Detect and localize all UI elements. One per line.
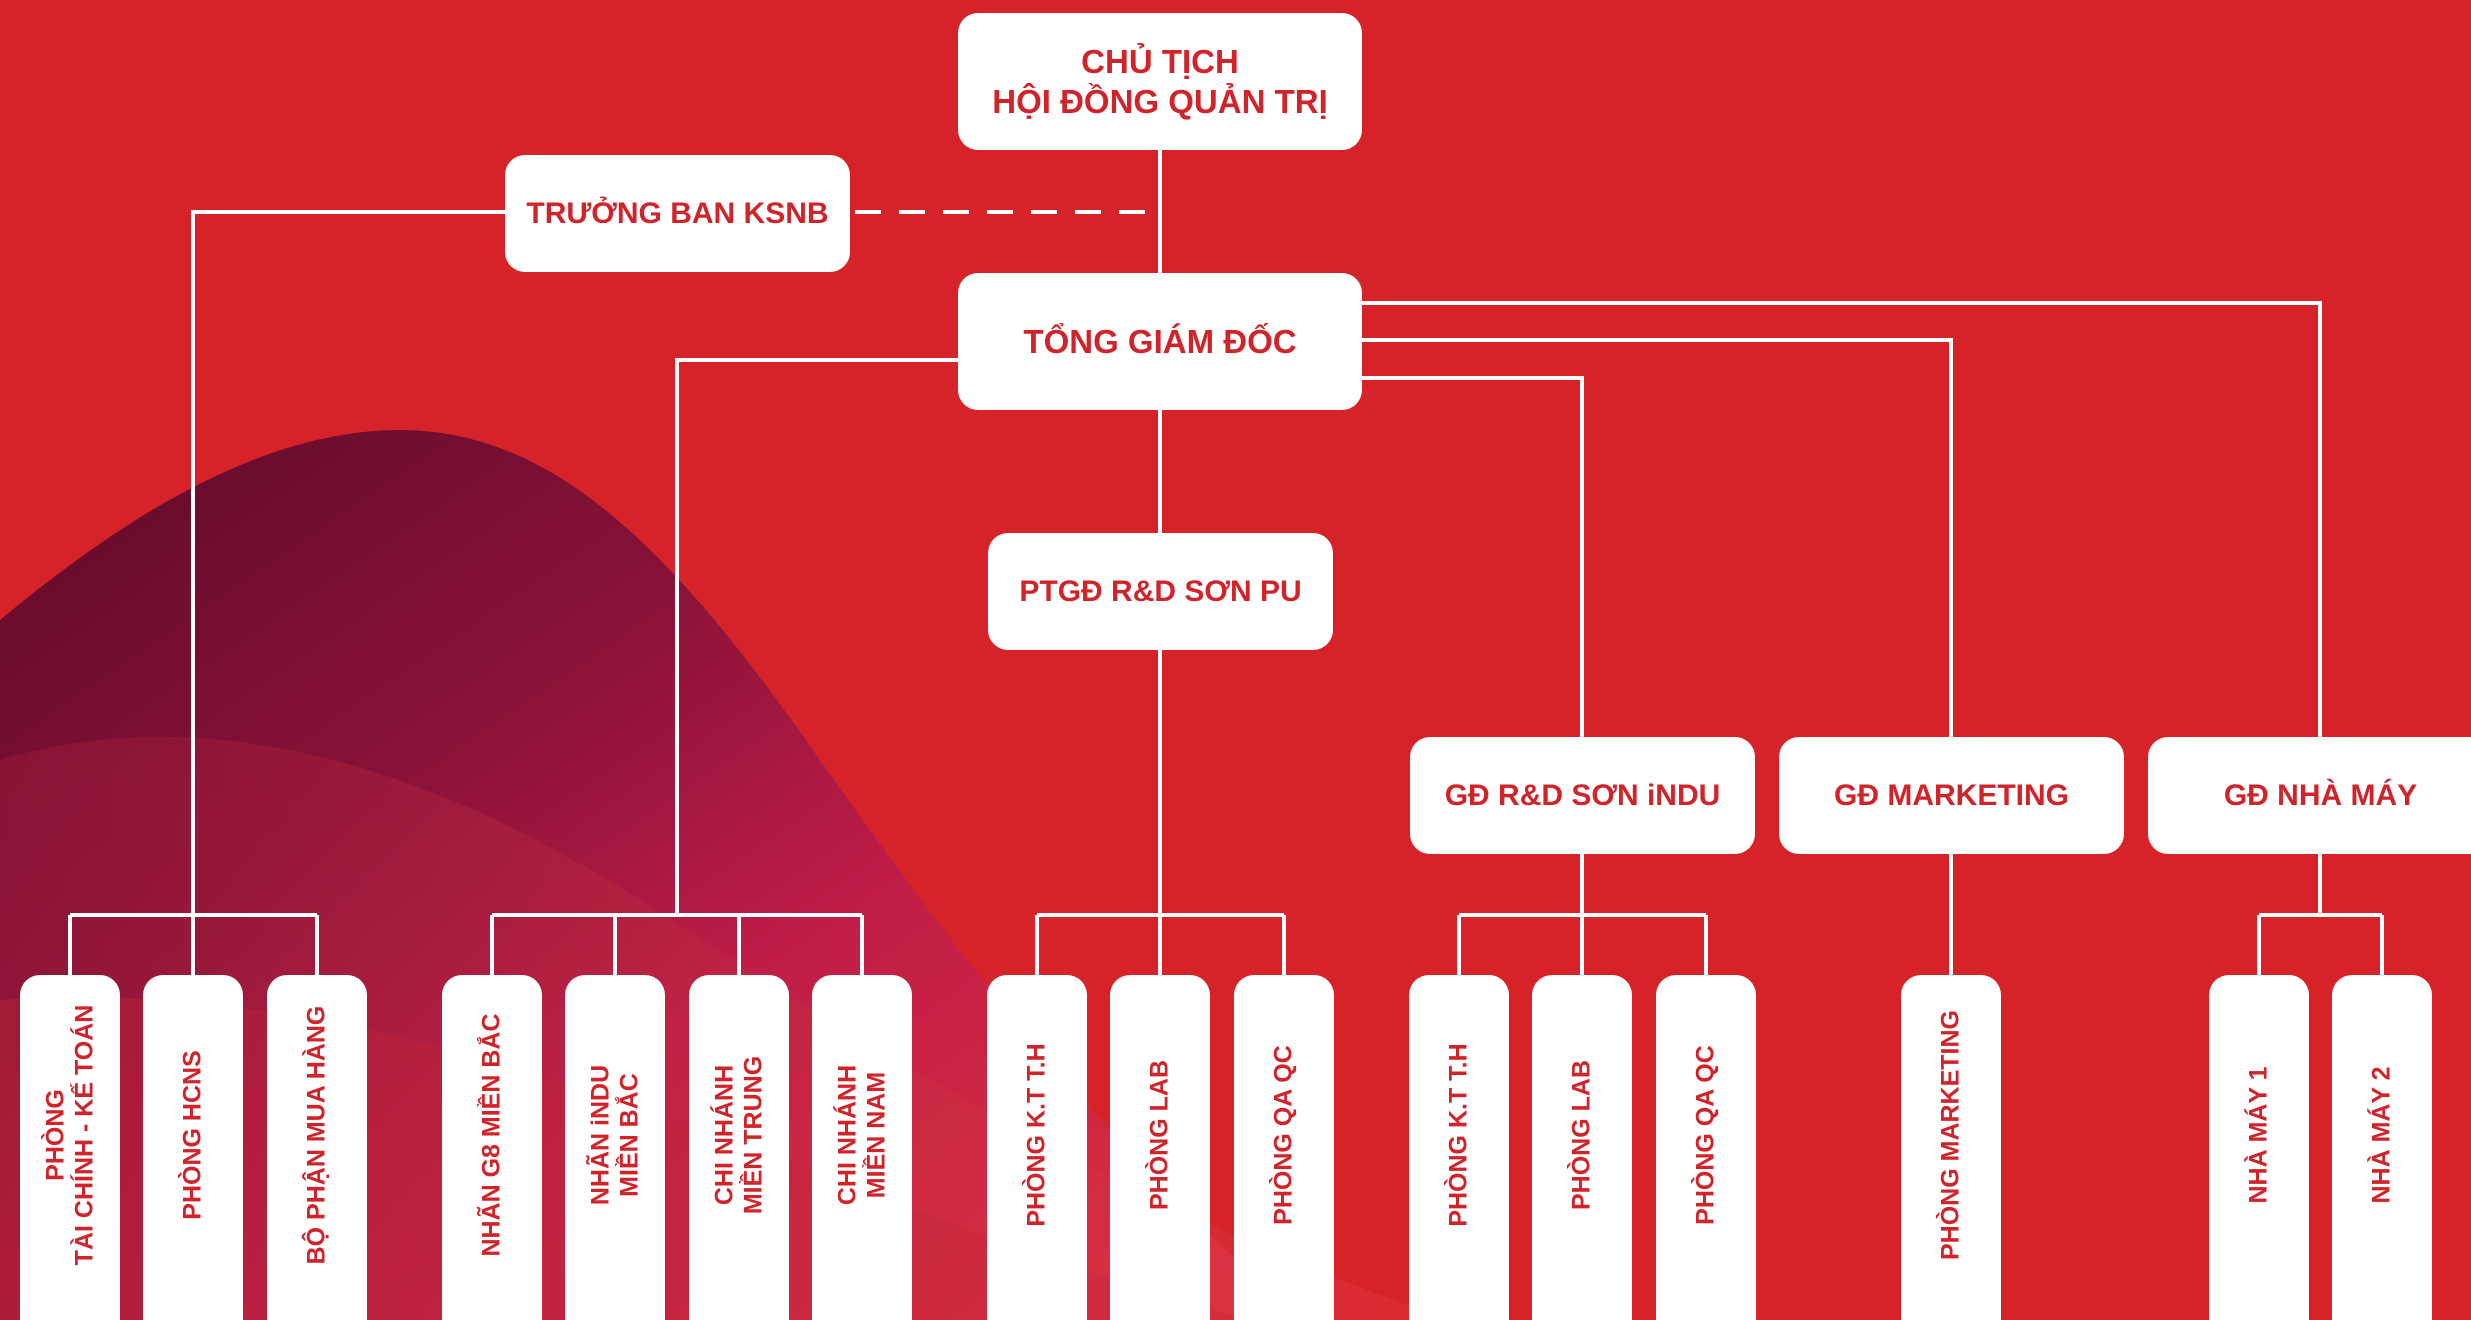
department-pu-qaqc: PHÒNG QA QC [1234,975,1334,1320]
gd-factory-box: GĐ NHÀ MÁY [2148,737,2471,854]
department-label: PHÒNG LAB [1146,995,1175,1275]
department-hcns: PHÒNG HCNS [143,975,243,1320]
department-indu-lab: PHÒNG LAB [1532,975,1632,1320]
department-pu-lab: PHÒNG LAB [1110,975,1210,1320]
department-pu-ktth: PHÒNG K.T T.H [987,975,1087,1320]
department-label-line: PHÒNG LAB [1567,1060,1596,1210]
department-label: BỘ PHẬN MUA HÀNG [303,995,332,1275]
ksnb-box: TRƯỞNG BAN KSNB [505,155,850,272]
department-label: PHÒNG K.T T.H [1023,995,1052,1275]
department-label: PHÒNG QA QC [1270,995,1299,1275]
department-factory-1: NHÀ MÁY 1 [2209,975,2309,1320]
department-label: PHÒNG HCNS [179,995,208,1275]
department-label-line: NHÃN iNDU [586,1064,615,1206]
department-label-line: CHI NHÁNH [833,1064,862,1206]
department-label: NHÃN G8 MIỀN BẮC [478,995,507,1275]
department-label-line: PHÒNG QA QC [1691,1045,1720,1225]
ceo-box: TỔNG GIÁM ĐỐC [958,273,1362,410]
chairman-title-line2: HỘI ĐỒNG QUẢN TRỊ [992,82,1328,120]
department-label-line: BỘ PHẬN MUA HÀNG [302,1005,331,1265]
department-label-line: CHI NHÁNH [710,1064,739,1206]
department-label: PHÒNG QA QC [1692,995,1721,1275]
ptgd-rd-pu-box: PTGĐ R&D SƠN PU [988,533,1333,650]
department-label: NHÀ MÁY 2 [2368,995,2397,1275]
department-indu-qaqc: PHÒNG QA QC [1656,975,1756,1320]
ptgd-rd-pu-label: PTGĐ R&D SƠN PU [1019,574,1302,608]
gd-marketing-box: GĐ MARKETING [1779,737,2124,854]
department-label-line: PHÒNG [41,1089,70,1181]
department-label: NHÀ MÁY 1 [2245,995,2274,1275]
gd-marketing-label: GĐ MARKETING [1834,778,2069,812]
department-label-line: MIỀN NAM [862,1071,890,1199]
department-label-line: PHÒNG QA QC [1269,1045,1298,1225]
ceo-label: TỔNG GIÁM ĐỐC [1023,322,1297,360]
gd-rd-indu-label: GĐ R&D SƠN iNDU [1444,778,1721,812]
department-label: PHÒNG MARKETING [1937,995,1966,1275]
chairman-box: CHỦ TỊCH HỘI ĐỒNG QUẢN TRỊ [958,13,1362,150]
department-label-line: NHÀ MÁY 1 [2244,1066,2273,1204]
department-label-line: PHÒNG MARKETING [1936,1010,1965,1260]
department-label: PHÒNG K.T T.H [1445,995,1474,1275]
department-label-line: PHÒNG K.T T.H [1444,1043,1473,1227]
department-factory-2: NHÀ MÁY 2 [2332,975,2432,1320]
department-label-line: NHÃN G8 MIỀN BẮC [477,1013,506,1257]
department-label: PHÒNG LAB [1568,995,1597,1275]
department-label-line: MIỀN BẮC [615,1073,643,1197]
department-label-line: PHÒNG K.T T.H [1022,1043,1051,1227]
department-label-line: PHÒNG HCNS [178,1050,207,1220]
chairman-title-line1: CHỦ TỊCH [1081,42,1239,80]
department-marketing: PHÒNG MARKETING [1901,975,2001,1320]
gd-rd-indu-box: GĐ R&D SƠN iNDU [1410,737,1755,854]
department-label-line: PHÒNG LAB [1145,1060,1174,1210]
department-purchasing: BỘ PHẬN MUA HÀNG [267,975,367,1320]
department-g8-north: NHÃN G8 MIỀN BẮC [442,975,542,1320]
department-label-line: TÀI CHÍNH - KẾ TOÁN [70,1004,98,1266]
gd-factory-label: GĐ NHÀ MÁY [2223,778,2418,812]
department-label-line: MIỀN TRUNG [739,1055,767,1215]
department-label-line: NHÀ MÁY 2 [2367,1066,2396,1204]
ksnb-label: TRƯỞNG BAN KSNB [526,196,829,230]
department-indu-ktth: PHÒNG K.T T.H [1409,975,1509,1320]
